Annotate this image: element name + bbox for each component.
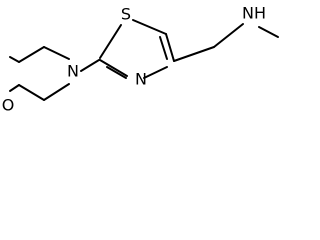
thiazole-nitrogen-label: N [135, 70, 147, 89]
morpholine-nitrogen-label: N [67, 62, 79, 81]
bond-side-chain-3 [258, 26, 279, 38]
sulfur-atom-label: S [121, 5, 131, 24]
morpholine-oxygen-label: O [2, 96, 15, 115]
bond-thiazole-double-1 [159, 36, 168, 60]
molecule-drawing: S N N O NH [2, 4, 279, 115]
bond-morpholine-to-thiazole [80, 59, 100, 72]
bond-thiazole-2 [132, 19, 167, 35]
bond-side-chain-1 [173, 46, 215, 62]
bond-morpholine-6 [9, 56, 20, 63]
bond-side-chain-2 [213, 23, 244, 48]
bond-morpholine-5 [9, 84, 20, 92]
chemical-structure-diagram: S N N O NH [0, 0, 282, 136]
bond-morpholine-4 [18, 84, 45, 101]
bond-thiazole-4 [143, 66, 168, 79]
bond-morpholine-3 [43, 83, 70, 101]
bond-thiazole-1 [99, 24, 122, 59]
bond-thiazole-5 [99, 59, 128, 77]
bond-morpholine-1 [18, 46, 45, 63]
bond-morpholine-2 [43, 46, 70, 60]
amine-nh-label: NH [242, 4, 266, 23]
bond-thiazole-3 [165, 33, 175, 62]
bond-thiazole-double-2 [106, 66, 127, 79]
